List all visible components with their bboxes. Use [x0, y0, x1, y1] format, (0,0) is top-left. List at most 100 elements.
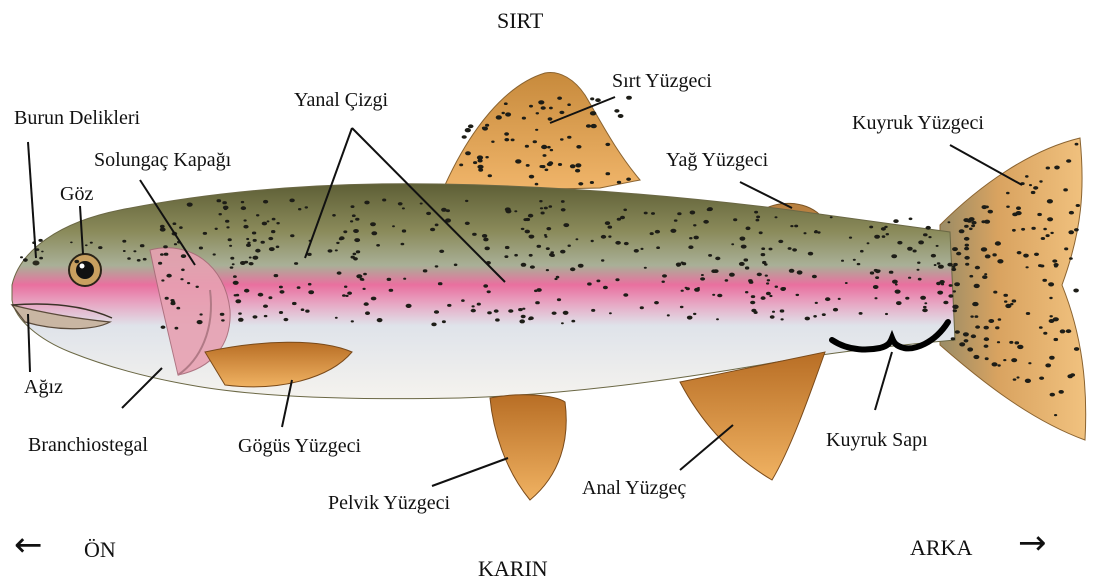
spot	[472, 305, 475, 307]
spot	[406, 304, 412, 308]
spot	[166, 274, 171, 278]
spot	[280, 290, 285, 294]
spot	[244, 219, 247, 221]
spot	[941, 283, 944, 285]
spot	[246, 238, 249, 240]
spot	[951, 337, 955, 340]
spot	[766, 292, 771, 296]
spot	[263, 200, 268, 204]
spot	[461, 299, 465, 302]
spot	[997, 341, 1000, 343]
spot	[981, 247, 987, 251]
spot	[173, 222, 177, 225]
spot	[525, 218, 530, 221]
spot	[869, 226, 873, 229]
spot	[1038, 264, 1042, 267]
spot	[1043, 228, 1047, 231]
spot	[1050, 232, 1053, 234]
spot	[363, 288, 366, 290]
label-kuyruk-yuzgeci: Kuyruk Yüzgeci	[852, 113, 984, 133]
spot	[731, 243, 734, 245]
spot	[954, 282, 960, 286]
spot	[200, 313, 203, 315]
spot	[143, 258, 147, 261]
spot	[790, 225, 793, 227]
spot	[893, 219, 898, 223]
spot	[590, 97, 594, 100]
spot	[160, 253, 164, 256]
spot	[90, 242, 93, 244]
spot	[608, 226, 613, 229]
spot	[867, 242, 870, 244]
spot	[817, 231, 820, 233]
spot	[1066, 159, 1071, 163]
spot	[441, 208, 447, 212]
spot	[267, 220, 270, 222]
spot	[504, 102, 508, 105]
spot	[398, 202, 403, 205]
spot	[290, 234, 294, 237]
spot	[545, 169, 549, 172]
spot	[860, 250, 864, 253]
spot	[924, 302, 927, 304]
spot	[294, 262, 298, 265]
spot	[545, 236, 548, 238]
spot	[948, 221, 951, 223]
spot	[729, 273, 735, 277]
spot	[1054, 414, 1057, 416]
label-solungac-kapagi: Solungaç Kapağı	[94, 150, 231, 170]
spot	[1003, 359, 1006, 361]
spot	[1012, 229, 1016, 232]
spot	[274, 274, 279, 277]
spot	[952, 247, 958, 251]
spot	[252, 232, 256, 235]
spot	[563, 311, 569, 315]
spot	[703, 220, 709, 224]
spot	[535, 301, 540, 304]
spot	[465, 200, 468, 202]
spot	[1043, 332, 1047, 335]
spot	[969, 228, 973, 231]
spot	[548, 117, 553, 120]
spot	[693, 313, 696, 315]
spot	[740, 237, 746, 241]
spot	[749, 281, 754, 284]
spot	[998, 318, 1002, 321]
spot	[614, 109, 619, 113]
spot	[1005, 304, 1011, 308]
spot	[1013, 378, 1017, 380]
spot	[895, 284, 898, 286]
spot	[1009, 341, 1013, 344]
spot	[974, 284, 980, 288]
spot	[677, 212, 681, 215]
spot	[686, 287, 690, 290]
spot	[289, 199, 294, 203]
spot	[181, 254, 186, 258]
spot	[371, 231, 377, 235]
spot	[1068, 230, 1074, 234]
spot	[485, 247, 490, 251]
spot	[263, 305, 268, 308]
spot	[796, 294, 800, 296]
spot	[401, 243, 405, 246]
spot	[892, 280, 898, 284]
spot	[535, 129, 538, 131]
spot	[741, 245, 747, 249]
spot	[526, 164, 530, 167]
spot	[137, 259, 141, 262]
spot	[174, 243, 177, 245]
spot	[575, 169, 580, 173]
spot	[770, 315, 775, 318]
spot	[225, 220, 229, 223]
label-pelvik-yuzgeci: Pelvik Yüzgeci	[328, 493, 450, 513]
spot	[897, 241, 902, 245]
spot	[161, 326, 166, 329]
spot	[236, 294, 240, 297]
spot	[781, 318, 784, 320]
spot	[973, 355, 979, 359]
spot	[494, 309, 499, 312]
spot	[644, 212, 648, 215]
label-goz: Göz	[60, 184, 93, 204]
spot	[964, 247, 969, 251]
spot	[511, 139, 515, 142]
